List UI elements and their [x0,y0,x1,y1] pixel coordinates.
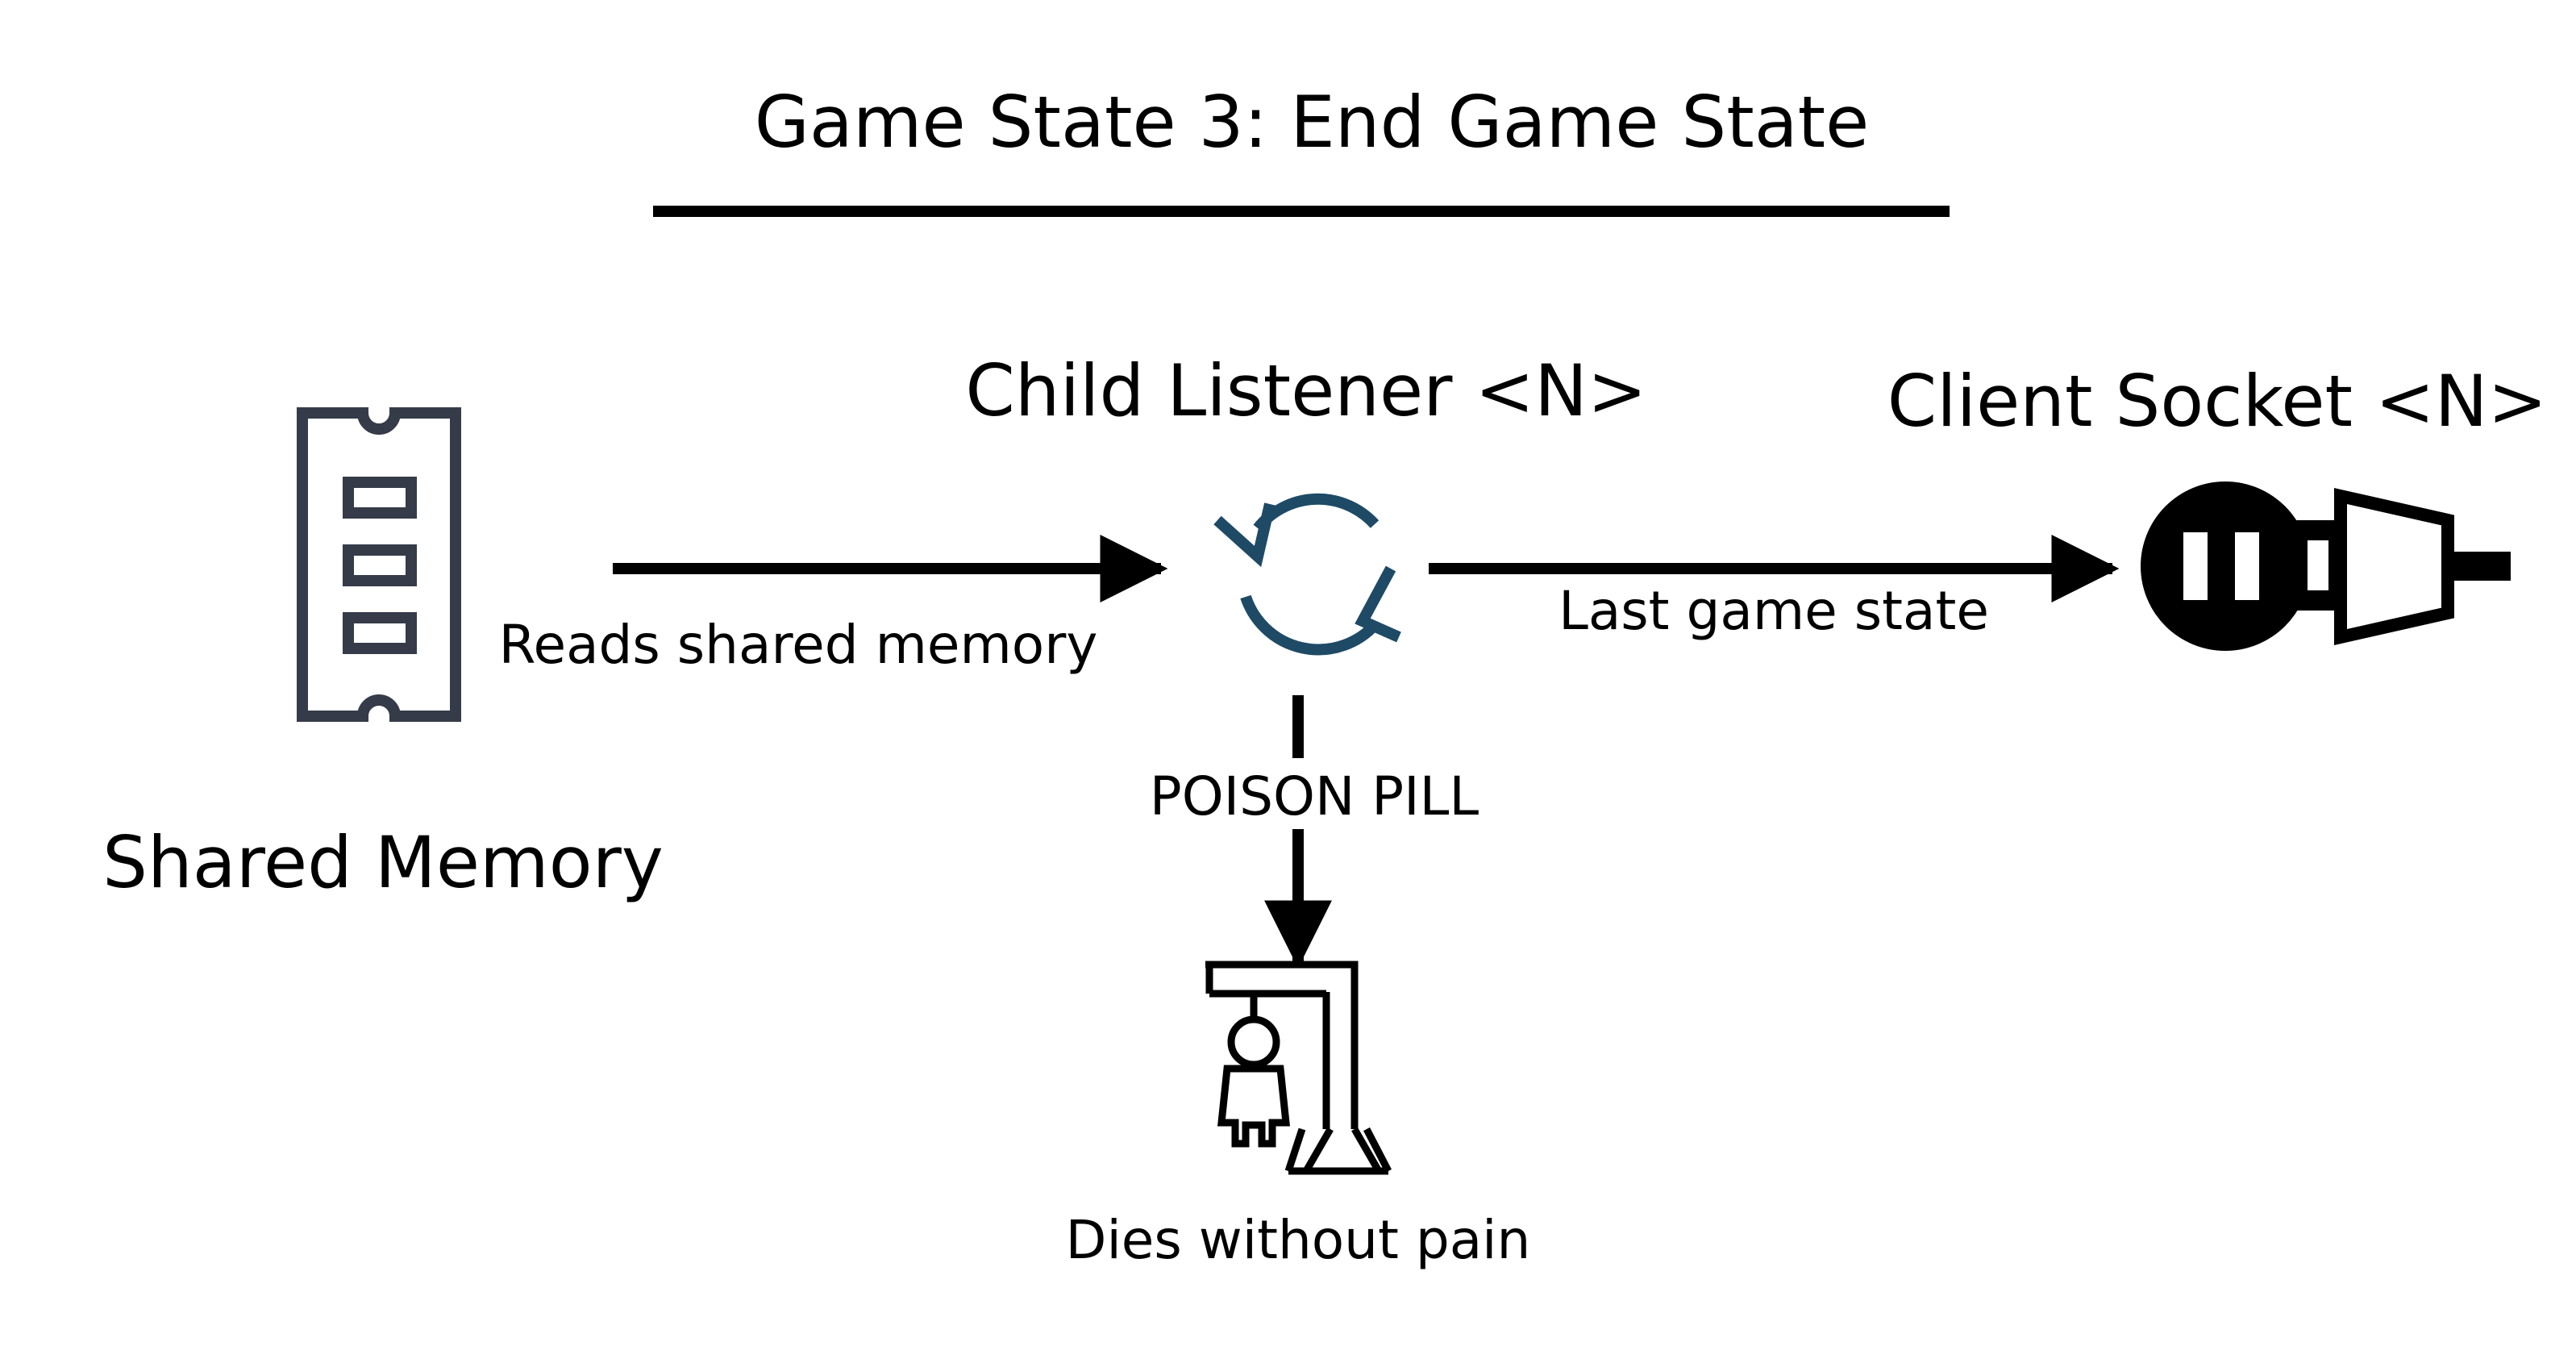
power-plug-icon [2141,481,2511,651]
reads-shared-memory-label: Reads shared memory [499,614,1098,676]
gallows-icon [1205,961,1392,1175]
child-listener-label: Child Listener <N> [965,349,1646,432]
dies-without-pain-label: Dies without pain [1066,1209,1531,1271]
refresh-cycle-icon [1213,493,1401,656]
poison-pill-label: POISON PILL [1150,765,1479,827]
page-title: Game State 3: End Game State [755,81,1870,164]
shared-memory-label: Shared Memory [102,821,664,904]
memory-chip-icon [297,407,461,722]
last-game-state-label: Last game state [1559,580,1989,642]
client-socket-label: Client Socket <N> [1887,360,2548,443]
